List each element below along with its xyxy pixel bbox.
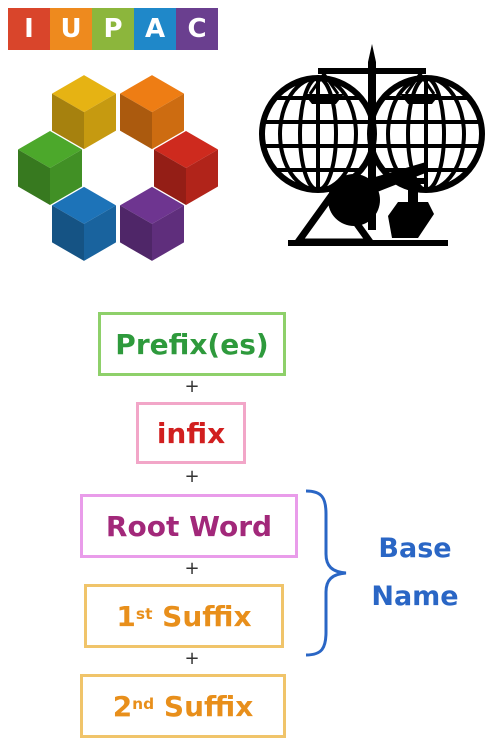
cube-icon (154, 131, 218, 205)
curly-brace-icon (305, 489, 347, 657)
cube-icon (52, 186, 116, 261)
cube-ring-logo-icon (18, 75, 218, 261)
base-name-label: Base Name (360, 525, 470, 621)
second-suffix-word: Suffix (154, 689, 254, 723)
logo-letter-i: I (8, 8, 50, 50)
plus-sign: + (184, 558, 200, 579)
infix-label: infix (156, 416, 226, 450)
plus-sign: + (184, 376, 200, 397)
prefix-label: Prefix(es) (115, 327, 269, 361)
second-suffix-number: 2 (112, 689, 133, 723)
cube-icon (18, 131, 82, 205)
plus-sign: + (184, 648, 200, 669)
iupac-logo-bar: I U P A C (8, 8, 218, 50)
root-word-box: Root Word (80, 494, 298, 558)
logo-letter-a: A (134, 8, 176, 50)
cube-icon (120, 186, 184, 261)
first-suffix-ordinal: st (135, 604, 153, 623)
first-suffix-word: Suffix (152, 599, 252, 633)
logo-letter-p: P (92, 8, 134, 50)
base-name-line2: Name (371, 581, 459, 612)
logo-letter-c: C (176, 8, 218, 50)
cube-icon (120, 75, 184, 150)
cube-icon (52, 75, 116, 150)
first-suffix-number: 1 (116, 599, 136, 633)
prefix-box: Prefix(es) (98, 312, 286, 376)
iupac-emblem-icon (259, 44, 485, 246)
plus-sign: + (184, 466, 200, 487)
root-word-label: Root Word (105, 509, 273, 543)
infix-box: infix (136, 402, 246, 464)
logo-letter-u: U (50, 8, 92, 50)
base-name-line1: Base (378, 533, 452, 564)
second-suffix-ordinal: nd (132, 694, 155, 713)
